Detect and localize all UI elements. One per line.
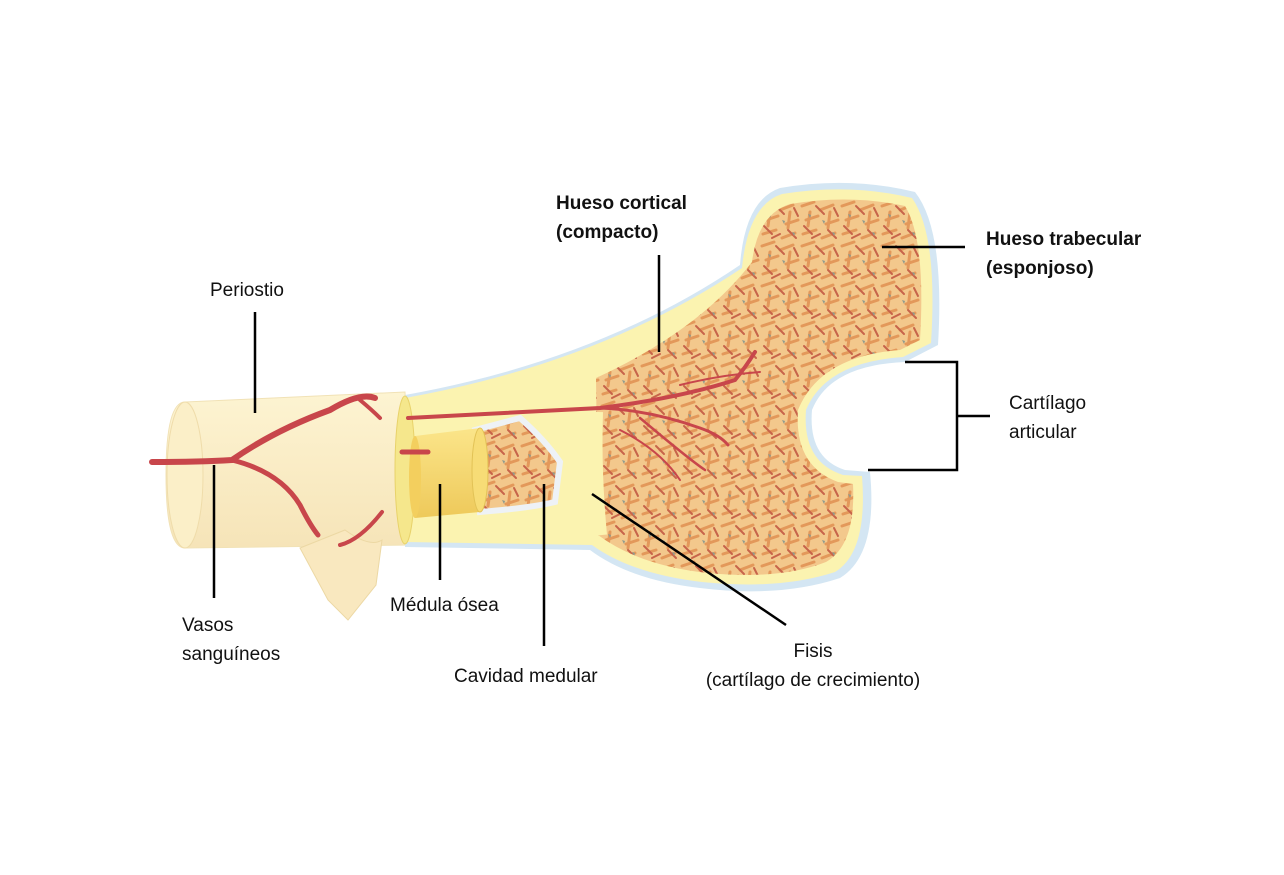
- label-medula-osea: Médula ósea: [390, 591, 499, 620]
- label-vasos-line2: sanguíneos: [182, 644, 281, 665]
- leader-lines: [212, 245, 990, 646]
- blood-vessels: [149, 350, 761, 547]
- label-vasos-sanguineos: Vasos sanguíneos: [182, 611, 280, 669]
- medullary-cavity: [471, 414, 564, 516]
- label-cartilago-articular-line1: Cartílago: [1009, 393, 1087, 414]
- periosteum-flap: [299, 529, 383, 621]
- trabecular-bone: [596, 199, 922, 575]
- label-periostio: Periostio: [210, 276, 284, 305]
- bone-marrow-face: [409, 436, 421, 518]
- label-cartilago-articular: Cartílago articular: [1009, 389, 1086, 447]
- label-periostio-text: Periostio: [210, 280, 284, 301]
- label-fisis-line2: (cartílago de crecimiento): [705, 670, 921, 691]
- bone-marrow-end: [471, 427, 489, 513]
- leader-fisis: [591, 492, 787, 627]
- label-hueso-cortical: Hueso cortical (compacto): [556, 189, 687, 247]
- label-hueso-cortical-line2: (compacto): [556, 222, 659, 243]
- label-medula-text: Médula ósea: [390, 595, 499, 616]
- label-hueso-trabecular: Hueso trabecular (esponjoso): [986, 225, 1141, 283]
- shaft-end-face: [166, 401, 204, 549]
- label-cavidad-medular: Cavidad medular: [454, 662, 598, 691]
- leader-cartilago-bracket: [868, 360, 990, 472]
- label-fisis: Fisis (cartílago de crecimiento): [688, 637, 938, 695]
- label-fisis-line1: Fisis: [793, 641, 833, 662]
- label-hueso-trabecular-line1: Hueso trabecular: [986, 229, 1142, 250]
- label-cartilago-articular-line2: articular: [1009, 422, 1077, 443]
- label-hueso-cortical-line1: Hueso cortical: [556, 193, 687, 214]
- bone-marrow-cylinder: [415, 428, 480, 518]
- label-cavidad-text: Cavidad medular: [454, 666, 598, 687]
- label-hueso-trabecular-line2: (esponjoso): [986, 258, 1094, 279]
- physis-line: [592, 411, 607, 536]
- label-vasos-line1: Vasos: [182, 615, 234, 636]
